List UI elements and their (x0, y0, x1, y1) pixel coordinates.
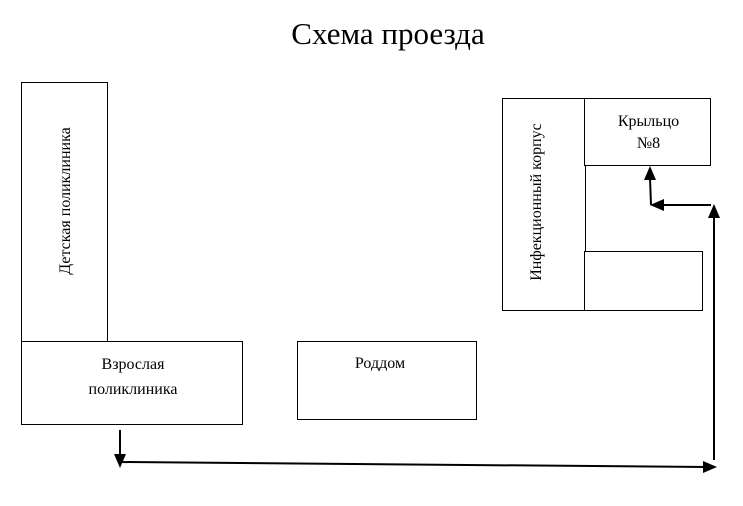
children-clinic-building: Детская поликлиника (21, 82, 108, 343)
arrowhead-porch (644, 166, 656, 180)
route-segment-east (119, 461, 708, 468)
adult-clinic-label-line2: поликлиника (88, 381, 178, 398)
maternity-label: Роддом (354, 355, 406, 372)
maternity-building: Роддом (297, 341, 477, 420)
porch-label-line2: №8 (636, 135, 661, 152)
porch-8-building: Крыльцо №8 (584, 98, 711, 166)
route-segment-to-porch (649, 177, 652, 206)
arrowhead-down (114, 454, 126, 468)
diagram-title: Схема проезда (291, 16, 485, 51)
adult-clinic-label-line1: Взрослая (101, 356, 165, 373)
porch-label-line1: Крыльцо (617, 113, 680, 130)
arrowhead-west (650, 199, 664, 211)
annex-building (584, 251, 703, 311)
arrowhead-north (708, 204, 720, 218)
adult-clinic-building: Взрослая поликлиника (21, 341, 243, 425)
arrowhead-east (703, 461, 717, 473)
infectious-building: Инфекционный корпус (502, 98, 586, 311)
